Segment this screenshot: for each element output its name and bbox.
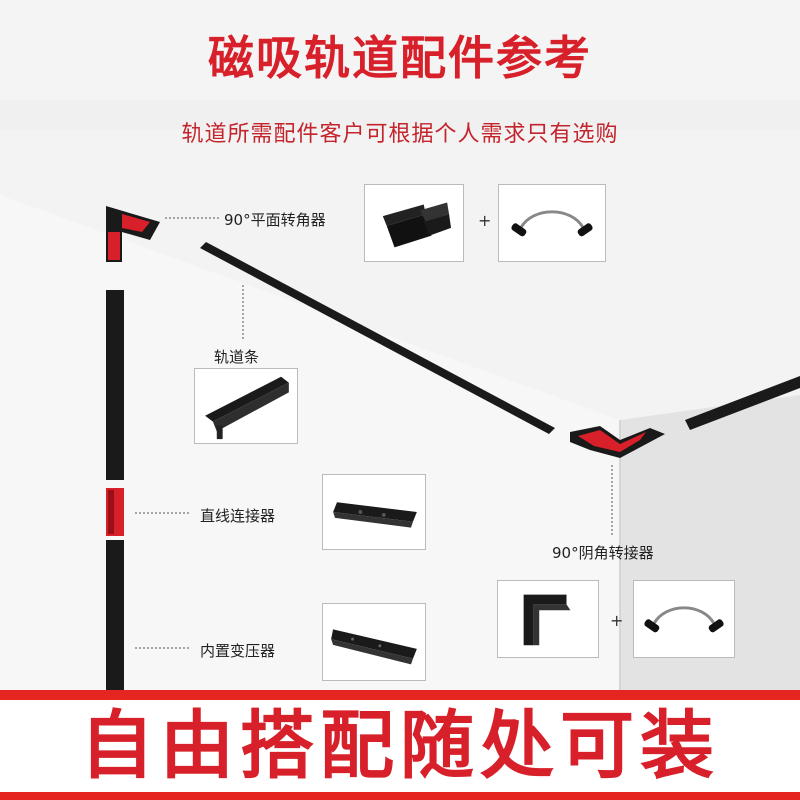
vertical-track-bars bbox=[106, 290, 124, 690]
corner-90-inner-image bbox=[497, 580, 599, 658]
right-track-bar bbox=[685, 376, 800, 430]
corner-90-flat-image bbox=[364, 184, 464, 262]
plus-sign: + bbox=[478, 211, 492, 230]
built-in-transformer-image bbox=[322, 603, 426, 681]
banner-text: 自由搭配随处可装 bbox=[80, 703, 720, 789]
label-corner-90-inner: 90°阴角转接器 bbox=[552, 544, 654, 562]
straight-connector-image bbox=[322, 474, 426, 550]
corner-90-inner-installed bbox=[570, 426, 665, 458]
page-title: 磁吸轨道配件参考 bbox=[208, 31, 592, 85]
label-corner-90-flat: 90°平面转角器 bbox=[224, 211, 326, 229]
connector-cable-image bbox=[498, 184, 606, 262]
connector-cable-image-2 bbox=[633, 580, 735, 658]
diagonal-track-bar bbox=[200, 242, 555, 434]
bottom-banner-inner: 自由搭配随处可装 bbox=[0, 700, 800, 792]
track-bar-image bbox=[194, 368, 298, 444]
label-track-bar: 轨道条 bbox=[214, 348, 260, 366]
page-subtitle: 轨道所需配件客户可根据个人需求只有选购 bbox=[181, 122, 619, 147]
label-straight-connector: 直线连接器 bbox=[200, 507, 276, 525]
plus-sign-2: + bbox=[610, 611, 624, 630]
bottom-banner: 自由搭配随处可装 bbox=[0, 690, 800, 800]
label-built-in-transformer: 内置变压器 bbox=[200, 642, 276, 660]
corner-90-flat-installed bbox=[106, 206, 160, 262]
